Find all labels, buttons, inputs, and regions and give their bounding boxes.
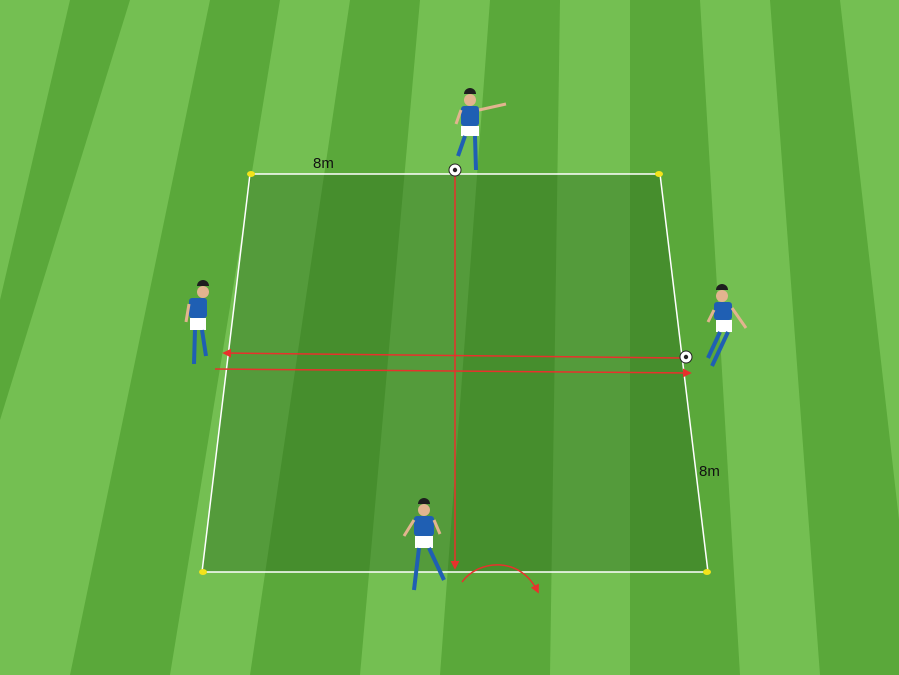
cone-markers bbox=[199, 171, 711, 575]
pass-arrows bbox=[214, 176, 692, 594]
soccer-player-icon bbox=[706, 284, 748, 367]
turn-run-arrow bbox=[461, 564, 539, 594]
left-pass-arrow bbox=[222, 348, 683, 359]
player-left bbox=[184, 280, 209, 365]
soccer-player-icon bbox=[184, 280, 209, 365]
player-top bbox=[454, 88, 507, 171]
soccer-ball-icon bbox=[679, 350, 693, 364]
top-side-dimension-label: 8m bbox=[313, 155, 334, 172]
right-pass-arrow bbox=[214, 368, 692, 378]
player-right bbox=[706, 284, 748, 367]
cone-marker-icon bbox=[247, 171, 255, 177]
soccer-player-icon bbox=[454, 88, 507, 171]
soccer-ball-icon bbox=[448, 163, 462, 177]
cone-marker-icon bbox=[199, 569, 207, 575]
player-bottom bbox=[402, 498, 446, 591]
balls bbox=[448, 163, 693, 364]
right-side-dimension-label: 8m bbox=[699, 463, 720, 480]
soccer-player-icon bbox=[402, 498, 446, 591]
cone-marker-icon bbox=[655, 171, 663, 177]
cone-marker-icon bbox=[703, 569, 711, 575]
